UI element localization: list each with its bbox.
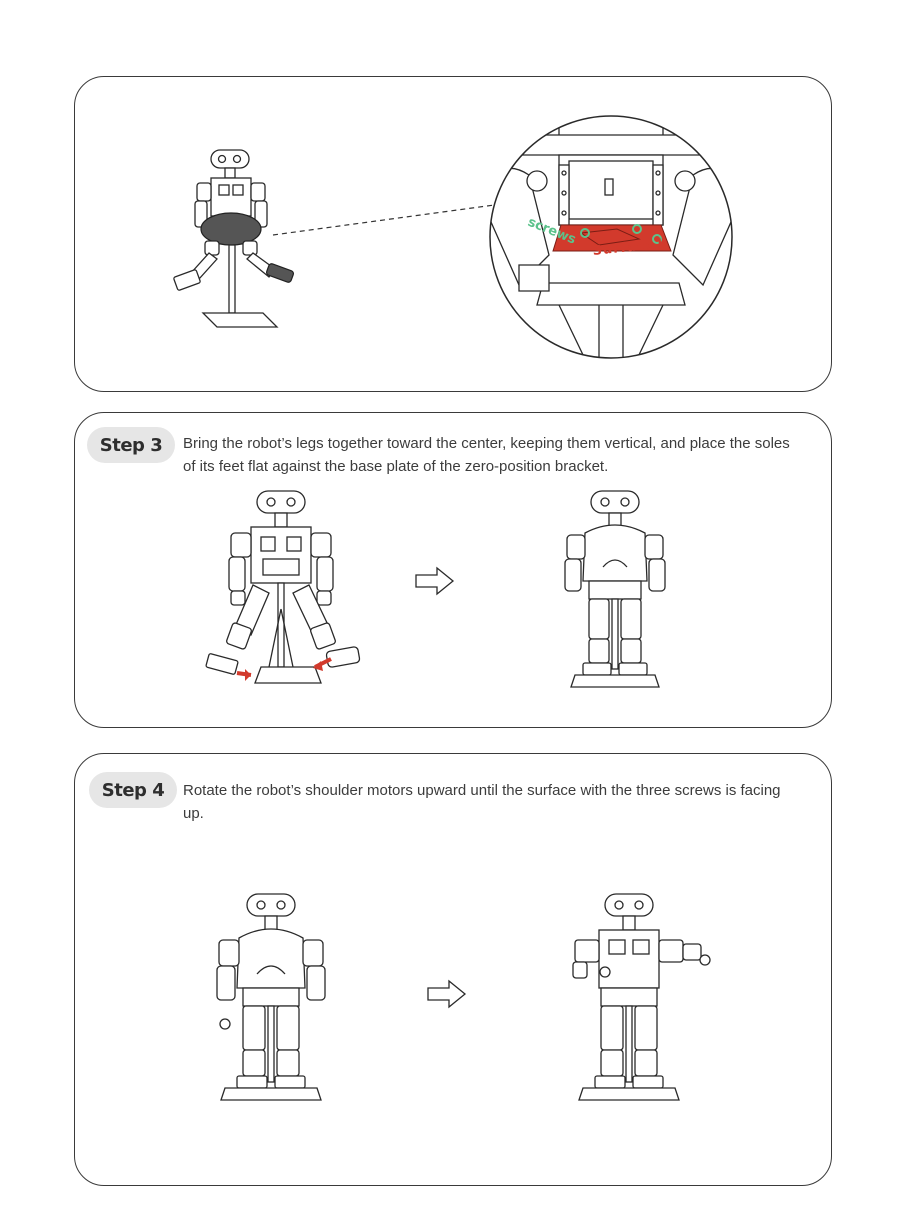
magnified-callout: screws Surface1 (489, 115, 733, 359)
robot-legs-together-illustration (564, 490, 666, 688)
panel-step4: Step 4 Rotate the robot’s shoulder motor… (74, 753, 832, 1186)
step3-badge: Step 3 (87, 427, 175, 463)
robot-legs-spread-illustration (173, 149, 295, 328)
robot-arms-down-illustration (216, 893, 326, 1101)
robot-shoulders-up-illustration (572, 893, 711, 1101)
panel-step3: Step 3 Bring the robot’s legs together t… (74, 412, 832, 728)
robot-legs-converging-illustration (205, 490, 361, 684)
surface1-highlight (552, 224, 672, 252)
arrow-right-outline-icon (427, 979, 467, 1009)
panel-step2-detail: screws Surface1 (74, 76, 832, 392)
step4-badge: Step 4 (89, 772, 177, 808)
step3-instruction: Bring the robot’s legs together toward t… (183, 435, 790, 475)
callout-leader-line (272, 202, 510, 236)
step4-instruction: Rotate the robot’s shoulder motors upwar… (183, 782, 781, 822)
arrow-right-outline-icon (415, 566, 455, 596)
